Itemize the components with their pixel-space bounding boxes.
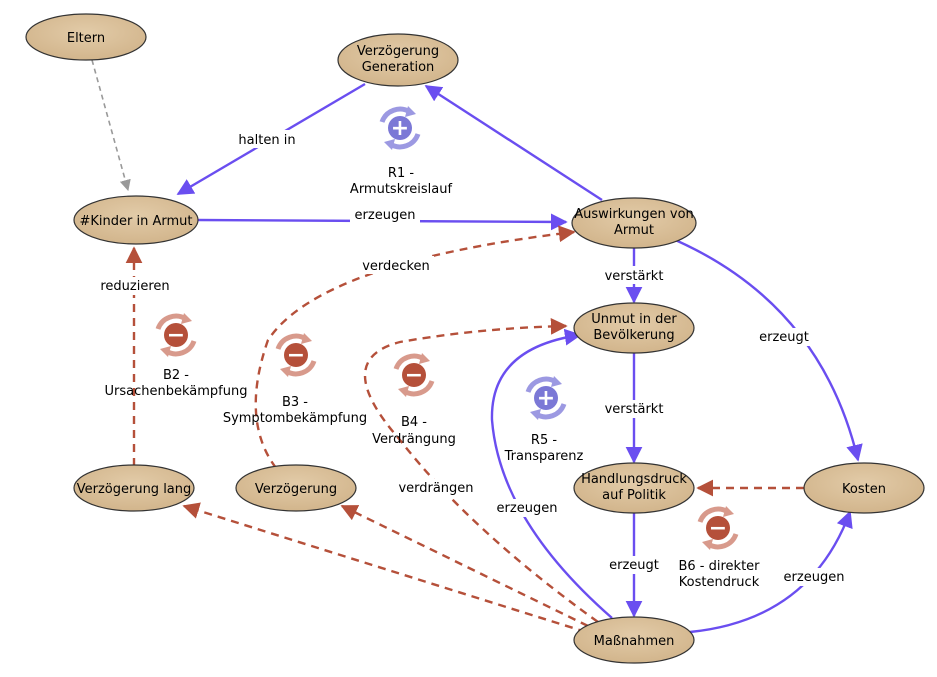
edge-eltern-kinder	[91, 59, 131, 192]
loop-b4-label-1: B4 -	[401, 415, 427, 430]
svg-text:Verzögerung: Verzögerung	[255, 482, 337, 497]
svg-text:Armut: Armut	[614, 223, 654, 238]
nodes: Eltern Verzögerung Generation #Kinder in…	[25, 13, 925, 664]
balancing-loop-icon: −	[275, 333, 317, 377]
node-eltern[interactable]: Eltern	[25, 13, 147, 61]
loop-b2: − B2 - Ursachenbekämpfung	[105, 313, 248, 399]
balancing-loop-icon: −	[697, 506, 739, 550]
node-massnahmen[interactable]: Maßnahmen	[573, 616, 695, 664]
edge-label-verdecken: verdecken	[362, 259, 430, 274]
edge-label-verstaerkt-1: verstärkt	[605, 269, 664, 284]
svg-text:−: −	[405, 363, 423, 388]
svg-text:−: −	[167, 323, 185, 348]
node-unmut-in-der-bevoelkerung[interactable]: Unmut in der Bevölkerung	[573, 302, 695, 354]
svg-text:Bevölkerung: Bevölkerung	[593, 328, 674, 343]
loop-b6-label-2: Kostendruck	[679, 575, 760, 590]
reinforcing-loop-icon: +	[379, 106, 421, 150]
svg-text:Eltern: Eltern	[67, 31, 105, 46]
edge-label-verstaerkt-2: verstärkt	[605, 402, 664, 417]
svg-text:Maßnahmen: Maßnahmen	[594, 634, 675, 649]
edge-label-erzeugt-bottom: erzeugt	[609, 558, 659, 573]
edge-label-reduzieren: reduzieren	[100, 279, 169, 294]
svg-text:−: −	[709, 516, 727, 541]
loop-b6-label-1: B6 - direkter	[678, 559, 760, 574]
loop-indicators: + R1 - Armutskreislauf − B2 - Ursachenbe…	[105, 106, 760, 590]
reinforcing-loop-icon: +	[525, 376, 567, 420]
edge-auswirkungen-generation	[424, 84, 603, 202]
loop-b4-label-2: Verdrängung	[372, 432, 456, 447]
edge-label-erzeugen-left: erzeugen	[497, 501, 558, 516]
svg-text:Unmut in der: Unmut in der	[591, 312, 677, 327]
node-kinder-in-armut[interactable]: #Kinder in Armut	[73, 195, 199, 245]
svg-text:Verzögerung: Verzögerung	[357, 44, 439, 59]
node-kosten[interactable]: Kosten	[803, 462, 925, 514]
loop-b3: − B3 - Symptombekämpfung	[223, 333, 367, 426]
loop-b6: − B6 - direkter Kostendruck	[678, 506, 760, 590]
svg-text:Generation: Generation	[362, 60, 435, 75]
svg-text:−: −	[287, 343, 305, 368]
svg-text:auf Politik: auf Politik	[602, 488, 666, 503]
balancing-loop-icon: −	[393, 353, 435, 397]
edge-massnahmen-unmut	[490, 328, 613, 619]
loop-b3-label-1: B3 -	[282, 395, 308, 410]
loop-r1-label-1: R1 -	[388, 166, 414, 181]
node-auswirkungen-von-armut[interactable]: Auswirkungen von Armut	[571, 197, 697, 249]
svg-text:#Kinder in Armut: #Kinder in Armut	[80, 214, 193, 229]
edge-label-halten-in: halten in	[238, 133, 295, 148]
loop-b2-label-2: Ursachenbekämpfung	[105, 384, 248, 399]
edge-verzoegerung-auswirkungen	[254, 225, 576, 469]
loop-r5-label-2: Transparenz	[504, 449, 584, 464]
edge-label-erzeugt-right: erzeugt	[759, 330, 809, 345]
edge-massnahmen-verzoegerung	[340, 504, 589, 628]
loop-r1: + R1 - Armutskreislauf	[350, 106, 453, 197]
edge-massnahmen-unmut-verdraengen	[364, 317, 599, 623]
edge-auswirkungen-kosten	[665, 234, 863, 462]
edge-label-erzeugen-top: erzeugen	[355, 208, 416, 223]
svg-text:+: +	[391, 116, 409, 141]
node-handlungsdruck-auf-politik[interactable]: Handlungsdruck auf Politik	[573, 462, 695, 514]
svg-text:Kosten: Kosten	[842, 482, 886, 497]
edge-label-erzeugen-bottom-right: erzeugen	[784, 570, 845, 585]
svg-text:Handlungsdruck: Handlungsdruck	[581, 472, 687, 487]
svg-text:Auswirkungen von: Auswirkungen von	[574, 207, 694, 222]
edge-massnahmen-verzoegerunglang	[182, 502, 587, 634]
loop-r5-label-1: R5 -	[531, 433, 557, 448]
edges	[91, 59, 863, 634]
node-verzoegerung-lang[interactable]: Verzögerung lang	[73, 464, 195, 512]
svg-text:Verzögerung lang: Verzögerung lang	[77, 482, 192, 497]
edge-massnahmen-kosten	[689, 510, 853, 634]
loop-r5: + R5 - Transparenz	[504, 376, 584, 464]
loop-b2-label-1: B2 -	[163, 368, 189, 383]
loop-r1-label-2: Armutskreislauf	[350, 182, 453, 197]
edge-labels: halten in erzeugen verdecken verstärkt v…	[96, 130, 848, 586]
balancing-loop-icon: −	[155, 313, 197, 357]
node-verzoegerung-generation[interactable]: Verzögerung Generation	[337, 33, 459, 87]
loop-b4: − B4 - Verdrängung	[372, 353, 456, 447]
svg-text:+: +	[537, 386, 555, 411]
node-verzoegerung[interactable]: Verzögerung	[235, 464, 357, 512]
loop-b3-label-2: Symptombekämpfung	[223, 411, 367, 426]
edge-label-verdraengen: verdrängen	[398, 481, 473, 496]
